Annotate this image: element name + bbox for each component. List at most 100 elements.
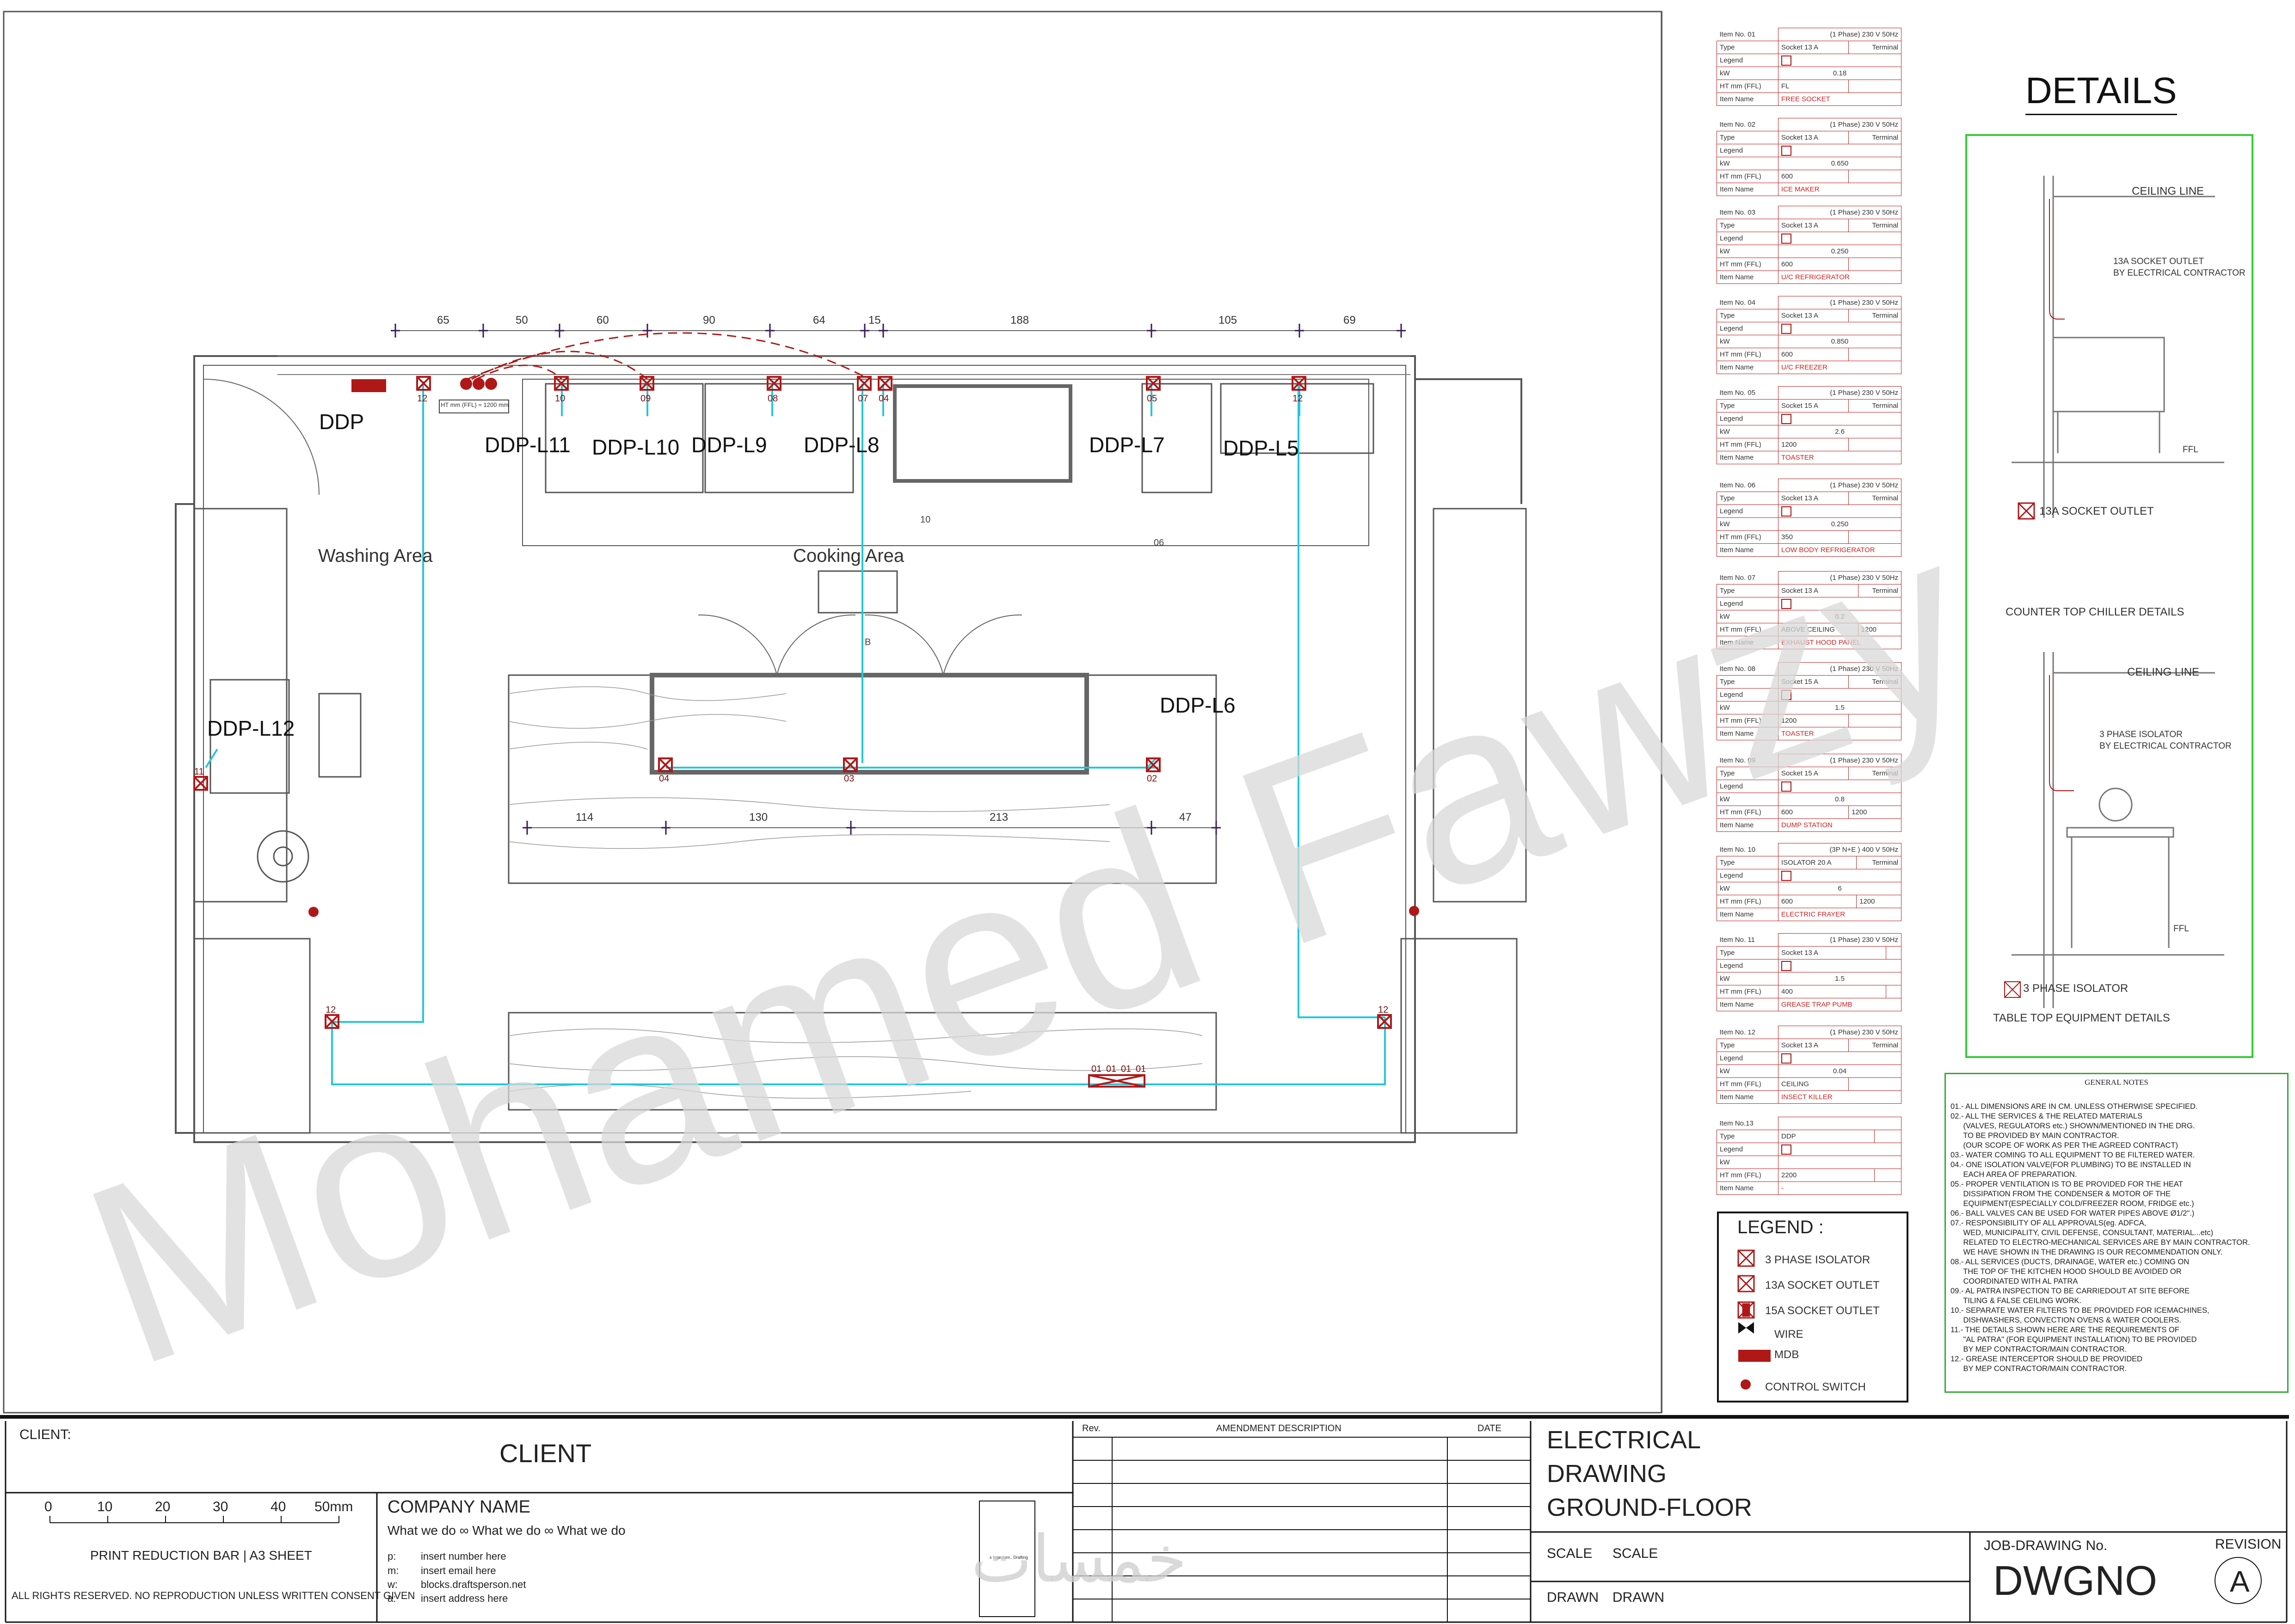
schedule-kw-label: kW [1717, 882, 1778, 895]
note-line: 06.- BALL VALVES CAN BE USED FOR WATER P… [1950, 1209, 2195, 1218]
legend-item-13a-outlet: 13A SOCKET OUTLET [1765, 1279, 1880, 1292]
title-block-grid [5, 1421, 2288, 1623]
note-line: 01.- ALL DIMENSIONS ARE IN CM. UNLESS OT… [1950, 1102, 2198, 1111]
note-line: DISHWASHERS, CONVECTION OVENS & WATER CO… [1950, 1316, 2182, 1324]
schedule-legend-label: Legend [1717, 504, 1778, 518]
schedule-terminal: Terminal [1848, 492, 1901, 505]
note-line: 04.- ONE ISOLATION VALVE(FOR PLUMBING) T… [1950, 1161, 2191, 1169]
schedule-legend-label: Legend [1717, 144, 1778, 157]
schedule-item-name: ICE MAKER [1778, 183, 1901, 196]
panel-label-ddp-l10: DDP-L10 [592, 435, 680, 459]
company-name: COMPANY NAME [388, 1497, 530, 1517]
legend-title: LEGEND : [1737, 1217, 1824, 1237]
revision-label: REVISION [2215, 1537, 2282, 1552]
title-block: CLIENT: CLIENT 0 10 20 30 40 50mm PRINT … [0, 1415, 2289, 1624]
schedule-item-no: Item No.13 [1719, 1119, 1754, 1127]
schedule-type: Socket 13 A [1778, 1039, 1849, 1052]
schedule-ht2: 1200 [1848, 806, 1901, 819]
schedule-legend-label: Legend [1717, 412, 1778, 425]
schedule-supply: (1 Phase) 230 V 50Hz [1778, 571, 1901, 584]
drawing-title-line-1: ELECTRICAL [1547, 1426, 1701, 1454]
schedule-ht-label: HT mm (FFL) [1717, 438, 1778, 451]
svg-text:47: 47 [1179, 811, 1192, 824]
schedule-terminal: Terminal [1848, 675, 1901, 689]
schedule-kw-label: kW [1717, 517, 1778, 531]
outlet-note-1: 13A SOCKET OUTLET [2113, 257, 2204, 266]
note-line: 10.- SEPARATE WATER FILTERS TO BE PROVID… [1950, 1306, 2209, 1315]
schedule-ht2 [1848, 258, 1901, 271]
schedule-ht: 600 [1778, 895, 1857, 908]
svg-text:01: 01 [1121, 1064, 1131, 1074]
svg-text:50: 50 [516, 314, 528, 326]
schedule-ht-label: HT mm (FFL) [1717, 80, 1778, 93]
schedule-type: Socket 13 A [1778, 309, 1849, 322]
schedule-terminal: Terminal [1848, 219, 1901, 232]
schedule-kw-label: kW [1717, 425, 1778, 438]
schedule-kw: 0.8 [1778, 793, 1901, 806]
schedule-supply: (1 Phase) 230 V 50Hz [1778, 662, 1901, 676]
schedule-supply: (3P N+E ) 400 V 50Hz [1778, 843, 1901, 856]
schedule-supply: (1 Phase) 230 V 50Hz [1778, 206, 1901, 219]
note-line: WE HAVE SHOWN IN THE DRAWING IS OUR RECO… [1950, 1248, 2223, 1256]
details-title: DETAILS [2025, 69, 2177, 115]
schedule-type-label: Type [1717, 584, 1778, 597]
schedule-ht2 [1886, 985, 1901, 998]
schedule-supply: (1 Phase) 230 V 50Hz [1778, 933, 1901, 947]
schedule-ht: 600 [1778, 806, 1849, 819]
schedule-kw: 6 [1778, 882, 1901, 895]
schedule-name-label: Item Name [1717, 1090, 1778, 1104]
schedule-supply: (1 Phase) 230 V 50Hz [1778, 28, 1901, 41]
contact-email: insert email here [421, 1565, 496, 1576]
schedule-kw-label: kW [1717, 67, 1778, 80]
scale-tick-30: 30 [213, 1499, 228, 1514]
note-line: TILING & FALSE CEILING WORK. [1950, 1297, 2082, 1305]
legend-symbols [1737, 1249, 1771, 1390]
schedule-ht: 600 [1778, 170, 1849, 183]
contact-web-key: w: [388, 1579, 398, 1590]
schedule-type-label: Type [1717, 675, 1778, 689]
schedule-ht2 [1848, 348, 1901, 361]
schedule-ht2 [1848, 80, 1901, 93]
ceiling-line-label-1: CEILING LINE [2132, 185, 2204, 197]
note-line: "AL PATRA" (FOR EQUIPMENT INSTALLATION) … [1950, 1335, 2197, 1344]
scale-tick-50: 50mm [314, 1499, 353, 1514]
note-line: 03.- WATER COMING TO ALL EQUIPMENT TO BE… [1950, 1151, 2195, 1159]
svg-text:10: 10 [920, 515, 930, 525]
svg-text:130: 130 [749, 811, 768, 824]
schedule-type-label: Type [1717, 492, 1778, 505]
schedule-item-name: ELECTRIC FRAYER [1778, 908, 1901, 921]
schedule-ht2 [1848, 438, 1901, 451]
schedule-ht: CEILING [1778, 1077, 1849, 1091]
drawn-value: DRAWN [1612, 1590, 1665, 1605]
schedule-type-label: Type [1717, 1130, 1778, 1143]
schedule-legend-label: Legend [1717, 869, 1778, 882]
svg-text:08: 08 [768, 394, 778, 404]
panel-label-ddp-l6: DDP-L6 [1160, 693, 1236, 717]
schedule-type: Socket 15 A [1778, 675, 1849, 689]
schedule-kw-label: kW [1717, 245, 1778, 258]
schedule-ht-label: HT mm (FFL) [1717, 170, 1778, 183]
schedule-supply: (1 Phase) 230 V 50Hz [1778, 479, 1901, 492]
schedule-legend-icon [1781, 1144, 1791, 1155]
schedule-item-no: Item No. 10 [1719, 845, 1756, 854]
job-drawing-number: DWGNO [1993, 1558, 2157, 1604]
schedule-ht: 350 [1778, 530, 1849, 544]
schedule-name-label: Item Name [1717, 361, 1778, 374]
note-line: BY MEP CONTRACTOR/MAIN CONTRACTOR. [1950, 1365, 2127, 1373]
control-switch-symbols [308, 906, 1419, 917]
svg-text:04: 04 [659, 774, 669, 784]
schedule-terminal: Terminal [1848, 41, 1901, 54]
schedule-item-no: Item No. 01 [1719, 30, 1756, 38]
schedule-legend-icon [1781, 689, 1791, 700]
schedule-legend-label: Legend [1717, 1143, 1778, 1156]
schedule-type: Socket 13 A [1778, 41, 1849, 54]
